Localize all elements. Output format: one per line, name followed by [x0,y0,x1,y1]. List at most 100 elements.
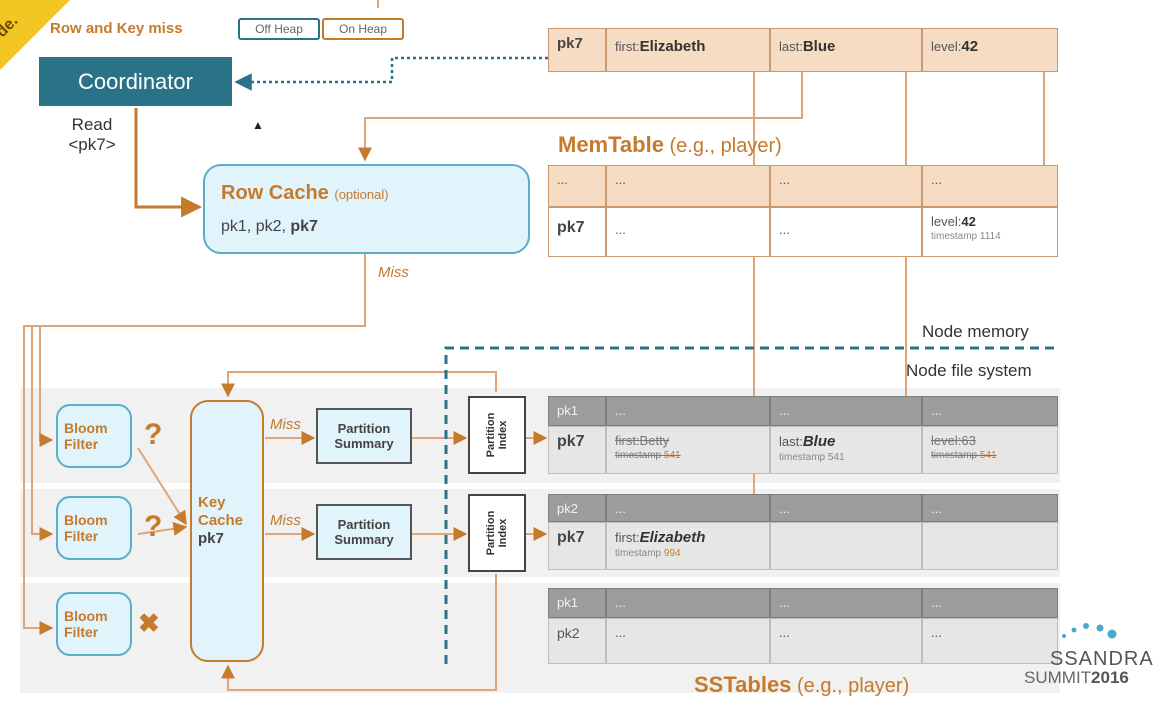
ss2-hdr-key: pk2 [548,494,606,522]
slide-title: Row and Key miss [50,20,183,37]
bloom-filter-1: Bloom Filter [56,404,132,468]
cassandra-logo-icon [1062,623,1117,639]
bloom-filter-1-line2: Filter [64,436,99,452]
node-fs-label: Node file system [906,361,1032,380]
row-cache-box: Row Cache (optional) pk1, pk2, pk7 [203,164,530,254]
ss1-hdr-c2: ... [770,396,922,426]
ss3-row-c3: ... [922,618,1058,664]
key-cache-text: Key Cache pk7 [198,494,243,548]
bloom-filter-2-line2: Filter [64,528,99,544]
ss1-row-c1-ts-label: timestamp [615,450,662,461]
mt-top-key: pk7 [548,28,606,72]
logo-line1: SSANDRA [1050,648,1154,670]
mt-r2-c3: level:42 timestamp 1114 [922,207,1058,257]
partition-index-2-line1: Partition [485,510,497,556]
partition-summary-2: Partition Summary [316,504,412,560]
ss2-row-c1: first:Elizabeth timestamp 994 [606,522,770,570]
row-cache-title: Row Cache (optional) [221,182,389,205]
ss1-row-c1-ts: timestamp 541 [615,450,761,461]
ss2-row-c1-ts-label: timestamp [615,548,662,559]
memtable-title-rest: (e.g., player) [663,135,782,157]
bloom-filter-2-question-icon: ? [144,510,163,543]
read-line2: <pk7> [68,135,116,154]
ss1-row-c1-ts-value: 541 [663,450,681,461]
ss1-row-c1: first:Betty timestamp 541 [606,426,770,474]
mt-r2-c3-value: 42 [961,214,976,229]
ss1-row-c2: last:Blue timestamp 541 [770,426,922,474]
ss1-row-c1-value: first:Betty [615,433,670,448]
bloom-filter-1-line1: Bloom [64,420,108,436]
key-cache-miss-1: Miss [270,416,301,433]
partition-index-1-line1: Partition [485,412,497,458]
ss1-row-c3-ts-label: timestamp [931,450,978,461]
ss2-hdr-c1: ... [606,494,770,522]
ss2-row-c1-ts-value: 994 [663,548,681,559]
bloom-filter-2: Bloom Filter [56,496,132,560]
mt-r1-c3: ... [922,165,1058,207]
mt-r2-c3-prefix: level: [931,214,962,229]
partition-summary-1-line1: Partition [337,421,391,436]
bloom-filter-3: Bloom Filter [56,592,132,656]
ss2-row-key: pk7 [548,522,606,570]
row-cache-keys-bold: pk7 [290,218,318,235]
row-cache-title-text: Row Cache [221,182,329,204]
ss1-row-c2-prefix: last: [779,434,803,449]
ss1-row-c3-ts-value: 541 [979,450,997,461]
row-cache-optional: (optional) [334,187,389,202]
logo-year: 2016 [1091,668,1129,687]
memtable-title: MemTable (e.g., player) [558,132,782,158]
ss2-row-c3 [922,522,1058,570]
row-cache-miss-label: Miss [378,264,409,281]
partition-summary-2-line2: Summary [334,532,394,547]
legend-on-heap: On Heap [322,18,404,40]
mt-top-c1: first:Elizabeth [606,28,770,72]
ss2-hdr-c2: ... [770,494,922,522]
ss3-hdr-key: pk1 [548,588,606,618]
ss1-row-c3: level:63 timestamp 541 [922,426,1058,474]
bloom-filter-3-line2: Filter [64,624,99,640]
sstables-title-rest: (e.g., player) [791,675,910,697]
partition-summary-1-line2: Summary [334,436,394,451]
bloom-filter-3-cross-icon: ✖ [138,608,160,638]
key-cache-miss-2: Miss [270,512,301,529]
ss2-hdr-c3: ... [922,494,1058,522]
mt-r1-c2: ... [770,165,922,207]
mt-top-c3: level:42 [922,28,1058,72]
mt-r2-c1: ... [606,207,770,257]
mt-top-c2: last:Blue [770,28,922,72]
node-memory-label: Node memory [922,322,1029,341]
mouse-cursor-icon: ▲ [252,118,264,132]
mt-top-c1-prefix: first: [615,39,640,54]
bloom-filter-1-question-icon: ? [144,418,163,451]
key-cache-line3: pk7 [198,530,224,547]
mt-r2-key: pk7 [548,207,606,257]
mt-r2-c3-ts: timestamp 1114 [931,231,1001,242]
partition-summary-2-line1: Partition [337,517,391,532]
mt-top-c1-value: Elizabeth [639,38,706,55]
ss1-hdr-c1: ... [606,396,770,426]
mt-top-c3-value: 42 [961,38,979,55]
ss2-row-c1-prefix: first: [615,530,640,545]
ss1-row-c2-value: Blue [802,433,836,450]
ss2-row-c2 [770,522,922,570]
partition-summary-1: Partition Summary [316,408,412,464]
ss3-row-c2: ... [770,618,922,664]
partition-index-1-line2: Index [497,420,509,450]
logo-line2: SUMMIT2016 [1024,668,1129,688]
mt-top-c3-prefix: level: [931,39,962,54]
logo-summit: SUMMIT [1024,668,1092,687]
read-line1: Read [71,115,113,134]
row-cache-keys-plain: pk1, pk2, [221,218,291,235]
memtable-title-bold: MemTable [558,132,664,157]
ss3-hdr-c1: ... [606,588,770,618]
mt-r1-key: ... [548,165,606,207]
ss1-row-key: pk7 [548,426,606,474]
mt-r1-c1: ... [606,165,770,207]
key-cache-box: Key Cache pk7 [190,400,264,662]
legend-off-heap: Off Heap [238,18,320,40]
bloom-filter-3-line1: Bloom [64,608,108,624]
ss2-row-c1-value: Elizabeth [639,529,706,546]
